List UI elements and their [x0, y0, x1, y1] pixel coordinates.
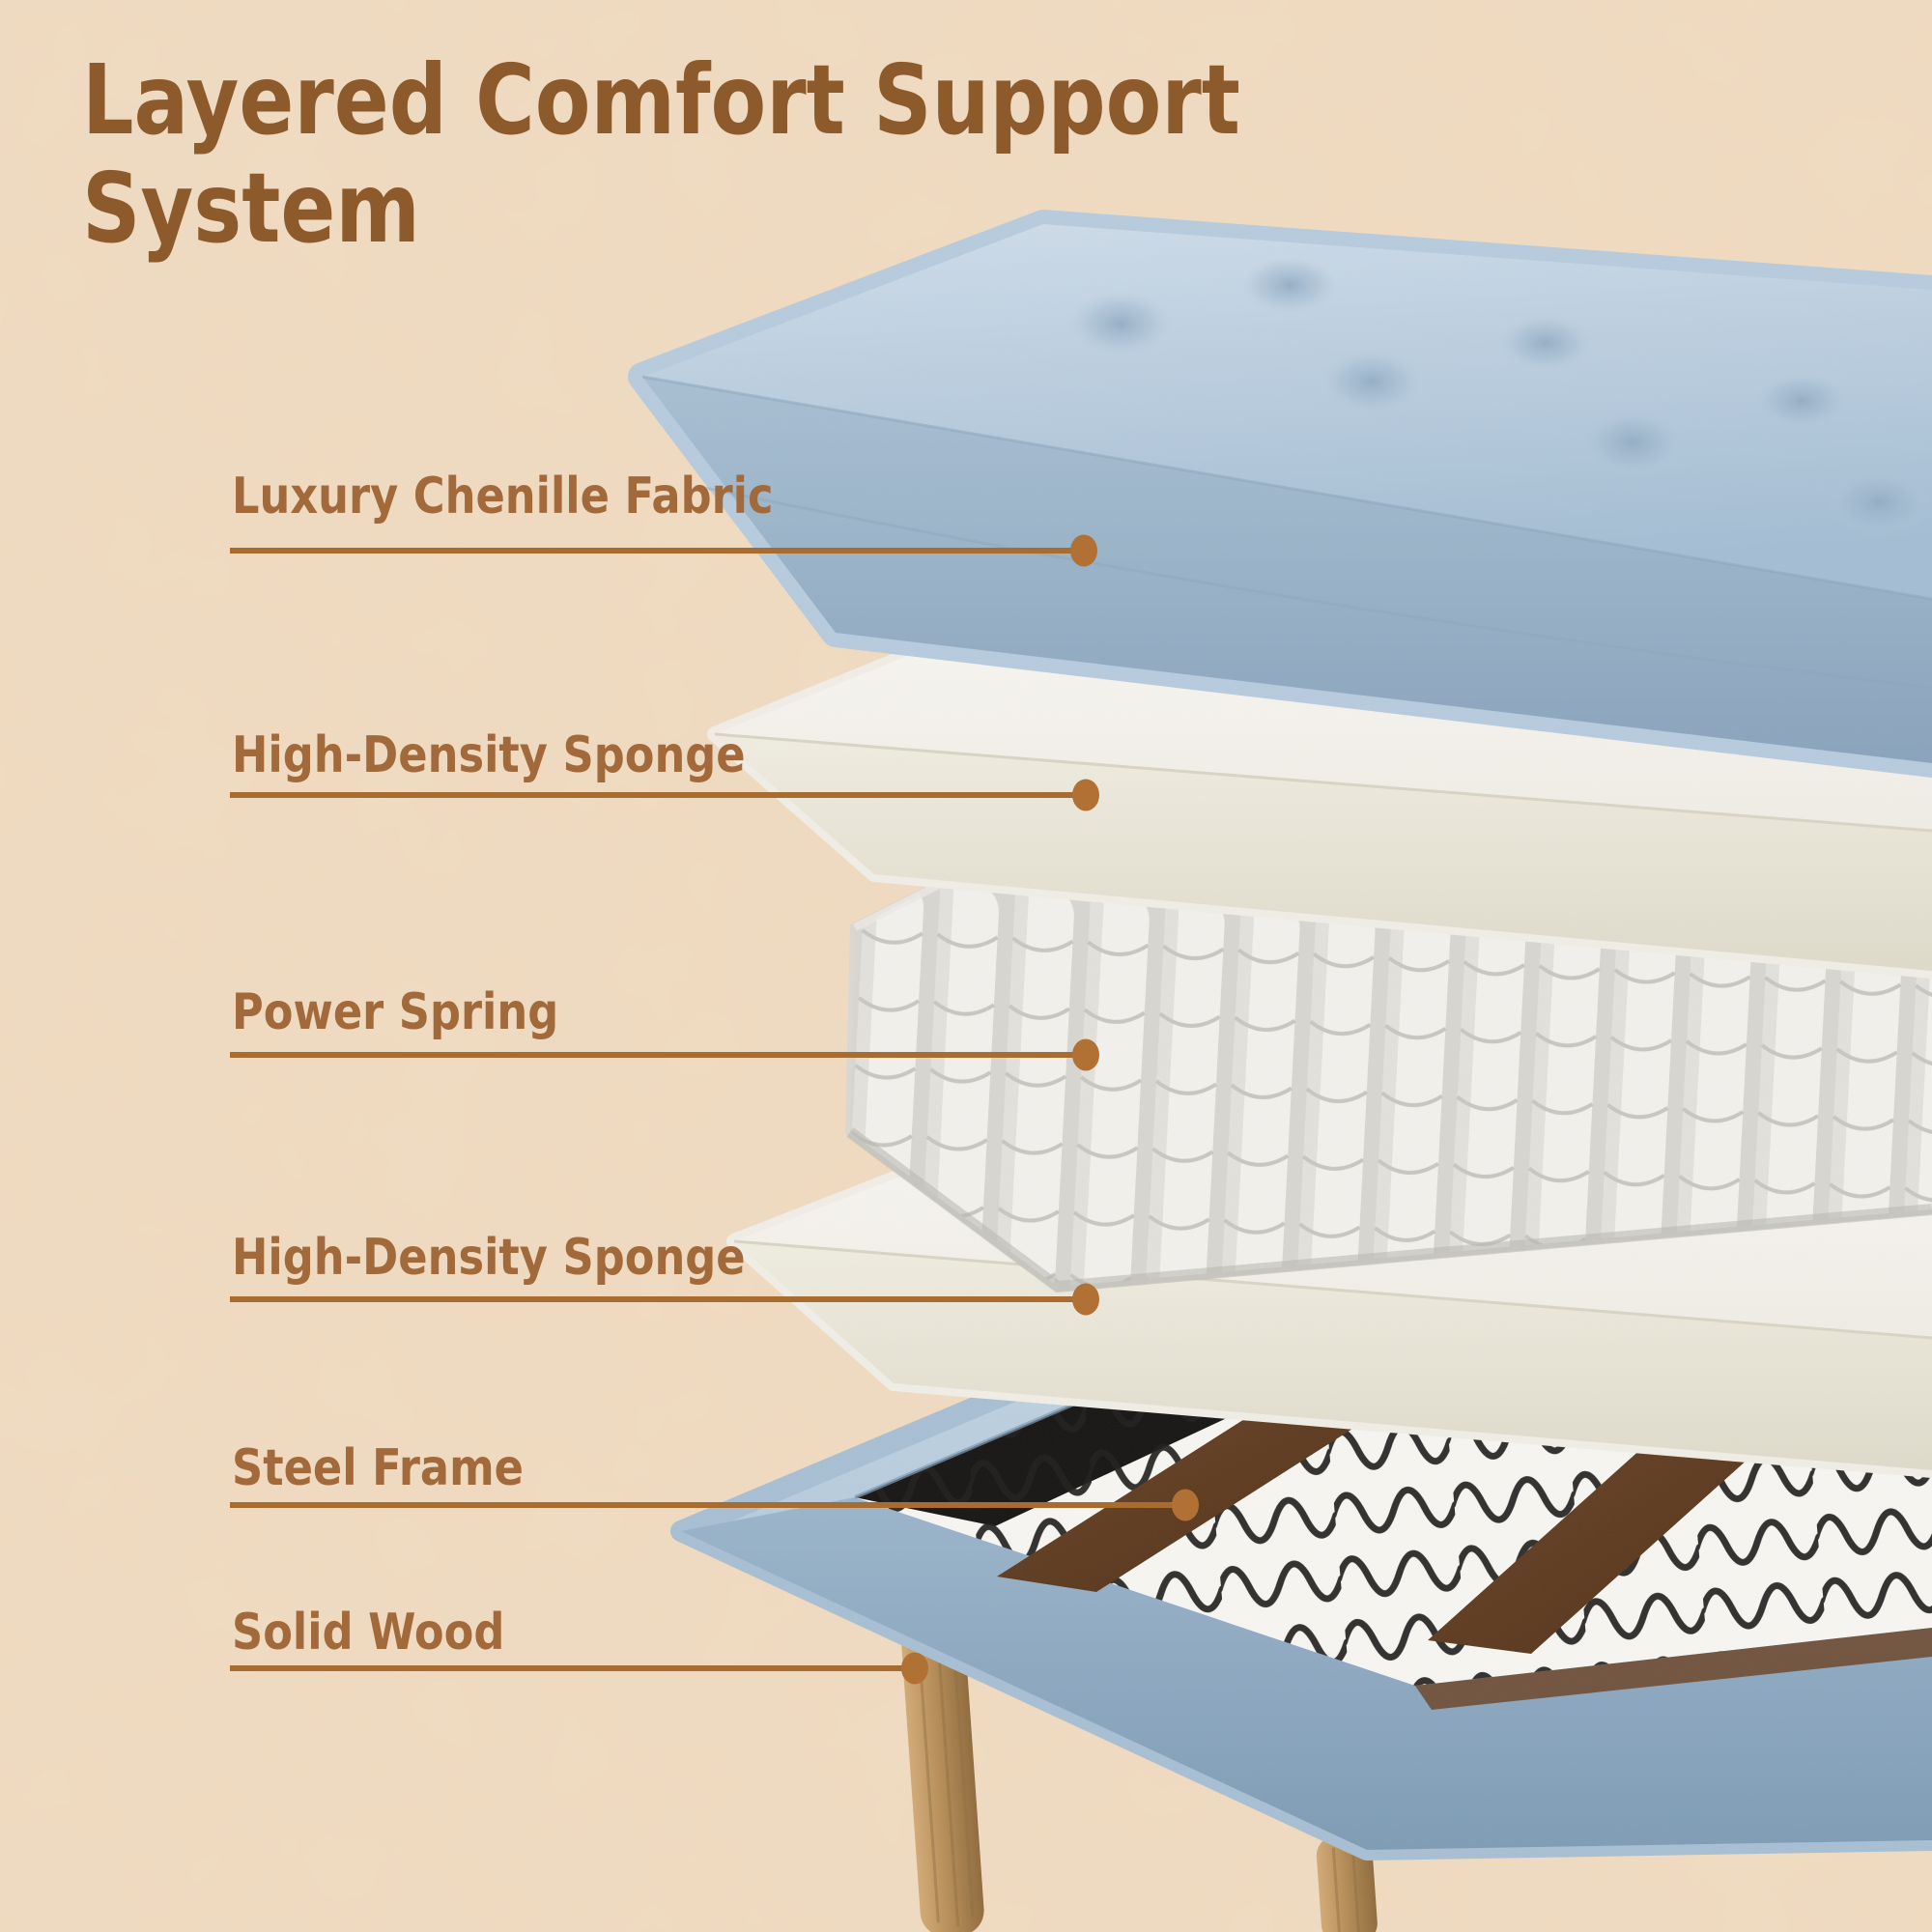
leader-line-chenille-fabric	[230, 548, 1084, 554]
leader-line-solid-wood	[230, 1665, 915, 1671]
title-line-2: System	[82, 152, 420, 265]
leader-line-sponge-bottom	[230, 1296, 1086, 1302]
leader-line-steel-frame	[230, 1502, 1185, 1508]
leader-dot-steel-frame	[1172, 1489, 1199, 1521]
callout-label-sponge-top: High-Density Sponge	[232, 726, 746, 784]
callout-label-steel-frame: Steel Frame	[232, 1439, 524, 1497]
leader-dot-power-spring	[1072, 1038, 1099, 1071]
leader-dot-sponge-bottom	[1072, 1283, 1099, 1316]
title-line-1: Layered Comfort Support	[82, 43, 1240, 156]
callout-label-solid-wood: Solid Wood	[232, 1604, 505, 1662]
callout-label-sponge-bottom: High-Density Sponge	[232, 1229, 746, 1287]
leader-line-sponge-top	[230, 792, 1086, 798]
page-title: Layered Comfort Support System	[82, 46, 1461, 263]
leader-dot-solid-wood	[901, 1652, 928, 1685]
leader-dot-sponge-top	[1072, 779, 1099, 811]
leader-dot-chenille-fabric	[1070, 534, 1097, 567]
leader-line-power-spring	[230, 1052, 1086, 1058]
callout-label-power-spring: Power Spring	[232, 983, 559, 1041]
callout-label-chenille-fabric: Luxury Chenille Fabric	[232, 468, 774, 526]
